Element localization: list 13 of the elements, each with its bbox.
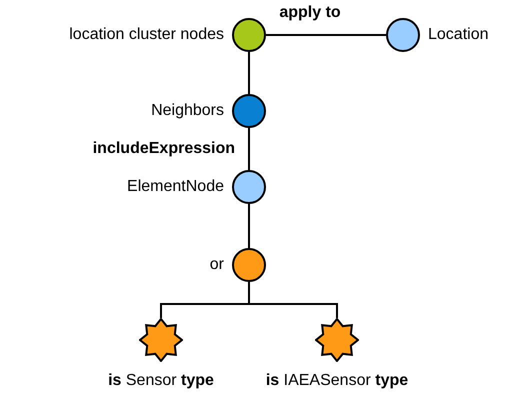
node-label: Neighbors [151,102,224,120]
edge-label: includeExpression [90,140,237,158]
connector-line [248,52,250,94]
connector-line [248,204,250,248]
node-label: location cluster nodes [69,26,224,44]
edge-label: apply to [277,4,343,22]
node-label: Location [428,26,488,44]
node-label: or [210,256,224,274]
connector-line [248,128,250,170]
node-label: ElementNode [127,178,224,196]
connector-line [266,34,386,36]
node-label: is Sensor type [108,372,214,390]
node-label: is IAEASensor type [266,372,408,390]
